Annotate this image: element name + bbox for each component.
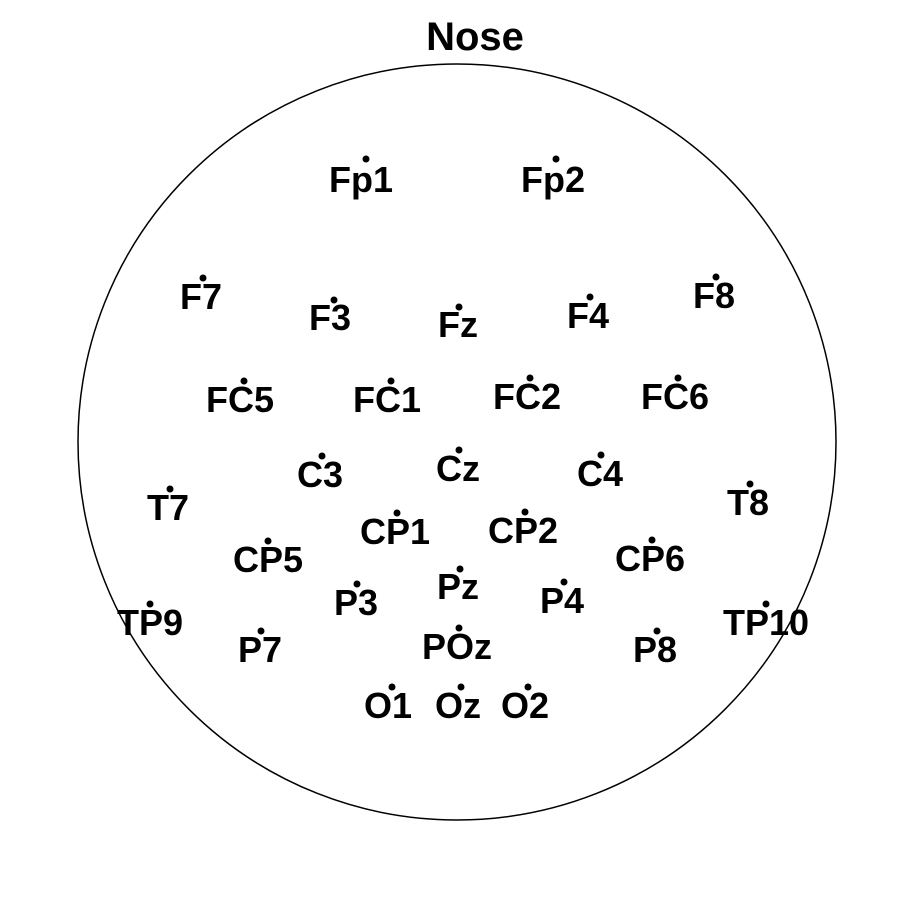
electrode-oz: Oz xyxy=(435,683,481,726)
electrode-label-fc5: FC5 xyxy=(206,379,274,420)
electrode-dot-c3 xyxy=(318,452,326,460)
electrode-dot-cp5 xyxy=(264,537,272,545)
electrode-label-f7: F7 xyxy=(180,276,222,317)
electrode-dot-f7 xyxy=(199,274,207,282)
electrode-cz: Cz xyxy=(436,446,480,489)
electrode-p8: P8 xyxy=(633,627,677,670)
electrode-dot-f3 xyxy=(330,296,338,304)
head-outline xyxy=(77,63,837,821)
electrode-label-cp2: CP2 xyxy=(488,510,558,551)
electrode-cp2: CP2 xyxy=(488,508,558,551)
electrode-dot-p7 xyxy=(257,627,265,635)
electrode-label-tp10: TP10 xyxy=(723,602,809,643)
electrode-t7: T7 xyxy=(147,485,189,528)
electrode-dot-cp2 xyxy=(521,508,529,516)
electrode-label-c3: C3 xyxy=(297,454,343,495)
electrode-f3: F3 xyxy=(309,296,351,338)
electrode-t8: T8 xyxy=(727,480,769,523)
electrode-p4: P4 xyxy=(540,578,584,621)
electrode-label-pz: Pz xyxy=(437,566,479,607)
electrode-fz: Fz xyxy=(438,303,478,345)
electrode-fp1: Fp1 xyxy=(329,155,393,200)
electrode-dot-f4 xyxy=(586,293,594,301)
electrode-label-fc6: FC6 xyxy=(641,376,709,417)
electrode-dot-t7 xyxy=(166,485,174,493)
nose-label: Nose xyxy=(426,15,524,59)
electrode-pz: Pz xyxy=(437,565,479,607)
electrode-fp2: Fp2 xyxy=(521,155,585,200)
electrode-label-fc1: FC1 xyxy=(353,379,421,420)
electrode-fc1: FC1 xyxy=(353,377,421,420)
electrode-label-c4: C4 xyxy=(577,453,623,494)
electrode-cp1: CP1 xyxy=(360,509,430,552)
electrode-dot-f8 xyxy=(712,273,720,281)
electrode-f8: F8 xyxy=(693,273,735,316)
electrode-label-f4: F4 xyxy=(567,295,609,336)
electrode-dot-fc2 xyxy=(526,374,534,382)
electrode-label-fz: Fz xyxy=(438,304,478,345)
electrode-dot-fp2 xyxy=(552,155,560,163)
electrode-label-p4: P4 xyxy=(540,580,584,621)
electrode-label-tp9: TP9 xyxy=(117,602,183,643)
electrode-dot-fc1 xyxy=(387,377,395,385)
electrode-fc6: FC6 xyxy=(641,374,709,417)
electrode-label-o2: O2 xyxy=(501,685,549,726)
electrode-dot-fc5 xyxy=(240,377,248,385)
electrode-label-fc2: FC2 xyxy=(493,376,561,417)
electrode-label-fp2: Fp2 xyxy=(521,159,585,200)
electrode-dot-cp1 xyxy=(393,509,401,517)
electrode-f7: F7 xyxy=(180,274,222,317)
electrode-f4: F4 xyxy=(567,293,609,336)
electrode-fc2: FC2 xyxy=(493,374,561,417)
electrode-label-cz: Cz xyxy=(436,448,480,489)
electrode-dot-pz xyxy=(456,565,464,573)
electrode-p3: P3 xyxy=(334,580,378,623)
electrode-dot-o1 xyxy=(388,683,396,691)
electrode-dot-oz xyxy=(457,683,465,691)
electrode-label-f8: F8 xyxy=(693,275,735,316)
electrode-fc5: FC5 xyxy=(206,377,274,420)
electrode-dot-tp10 xyxy=(762,600,770,608)
electrode-dot-o2 xyxy=(524,683,532,691)
electrode-c4: C4 xyxy=(577,451,623,494)
electrode-label-t8: T8 xyxy=(727,482,769,523)
electrode-tp10: TP10 xyxy=(723,600,809,643)
electrode-label-p8: P8 xyxy=(633,629,677,670)
electrode-label-t7: T7 xyxy=(147,487,189,528)
electrode-label-oz: Oz xyxy=(435,685,481,726)
electrode-label-f3: F3 xyxy=(309,297,351,338)
electrode-tp9: TP9 xyxy=(117,600,183,643)
electrode-label-o1: O1 xyxy=(364,685,412,726)
electrode-label-cp1: CP1 xyxy=(360,511,430,552)
electrode-label-fp1: Fp1 xyxy=(329,159,393,200)
electrode-dot-fc6 xyxy=(674,374,682,382)
electrode-label-poz: POz xyxy=(422,626,492,667)
electrode-dot-p8 xyxy=(653,627,661,635)
electrode-label-cp5: CP5 xyxy=(233,539,303,580)
electrode-dot-p4 xyxy=(560,578,568,586)
electrode-cp6: CP6 xyxy=(615,536,685,579)
electrode-dot-fp1 xyxy=(362,155,370,163)
electrode-dot-p3 xyxy=(353,580,361,588)
electrode-dot-cz xyxy=(455,446,463,454)
electrode-dot-c4 xyxy=(597,451,605,459)
electrode-poz: POz xyxy=(422,624,492,667)
electrode-dot-tp9 xyxy=(146,600,154,608)
electrode-dot-fz xyxy=(455,303,463,311)
electrode-cp5: CP5 xyxy=(233,537,303,580)
electrode-label-cp6: CP6 xyxy=(615,538,685,579)
electrode-o1: O1 xyxy=(364,683,412,726)
electrode-dot-poz xyxy=(455,624,463,632)
electrode-dot-t8 xyxy=(746,480,754,488)
electrode-c3: C3 xyxy=(297,452,343,495)
electrode-p7: P7 xyxy=(238,627,282,670)
electrode-label-p7: P7 xyxy=(238,629,282,670)
electrode-o2: O2 xyxy=(501,683,549,726)
electrode-dot-cp6 xyxy=(648,536,656,544)
electrode-label-p3: P3 xyxy=(334,582,378,623)
